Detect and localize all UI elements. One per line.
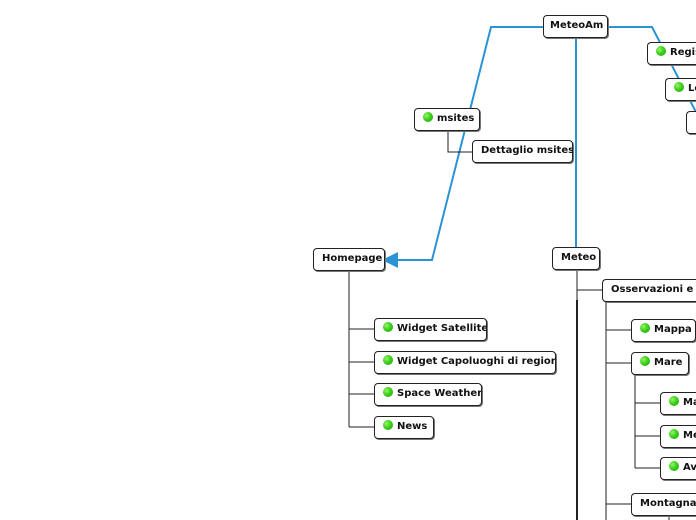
node-label: Dettaglio msites xyxy=(481,145,573,156)
node-dettaglio-msites[interactable]: Dettaglio msites xyxy=(472,140,573,163)
node-third-right[interactable] xyxy=(686,111,696,134)
green-circle-icon xyxy=(423,112,433,122)
node-widget-satellite[interactable]: Widget Satellite xyxy=(374,318,487,341)
node-msites[interactable]: msites xyxy=(414,108,480,131)
node-label: Space Weather xyxy=(397,388,482,399)
node-label: Mare xyxy=(654,357,683,368)
node-meteo[interactable]: Meteo xyxy=(552,247,600,270)
green-circle-icon xyxy=(669,429,679,439)
green-circle-icon xyxy=(656,46,666,56)
node-label: Registrazione xyxy=(670,47,696,58)
green-circle-icon xyxy=(383,387,393,397)
node-label: Avvisi xyxy=(683,462,696,473)
node-label: Homepage xyxy=(322,253,383,264)
line-msites-dettaglio xyxy=(447,130,472,153)
green-circle-icon xyxy=(640,356,650,366)
node-label: Login xyxy=(688,83,696,94)
node-registrazione[interactable]: Registrazione xyxy=(647,42,696,65)
node-news[interactable]: News xyxy=(374,416,434,439)
node-label: Widget Capoluoghi di regione xyxy=(397,356,556,367)
node-label: Widget Satellite xyxy=(397,323,487,334)
green-circle-icon xyxy=(640,323,650,333)
node-label: Meteo xyxy=(561,252,597,263)
node-label: Montagna xyxy=(640,498,696,509)
node-mare-sub3[interactable]: Avvisi xyxy=(660,457,696,480)
green-circle-icon xyxy=(669,461,679,471)
link-root-homepage xyxy=(382,26,543,268)
green-circle-icon xyxy=(383,322,393,332)
node-login[interactable]: Login xyxy=(665,78,696,101)
node-mare[interactable]: Mare xyxy=(631,352,689,375)
node-widget-capoluoghi[interactable]: Widget Capoluoghi di regione xyxy=(374,351,556,374)
node-mare-sub1[interactable]: Mappa xyxy=(660,392,696,415)
root-label: MeteoAm xyxy=(550,20,604,31)
node-mappa[interactable]: Mappa xyxy=(631,319,696,342)
node-homepage[interactable]: Homepage xyxy=(313,248,385,271)
green-circle-icon xyxy=(674,82,684,92)
node-montagna[interactable]: Montagna xyxy=(631,493,696,516)
node-label: Osservazioni e previsioni xyxy=(611,284,696,295)
node-mare-sub2[interactable]: Meteo xyxy=(660,425,696,448)
green-circle-icon xyxy=(383,355,393,365)
green-circle-icon xyxy=(383,420,393,430)
node-label: Meteo xyxy=(683,430,696,441)
node-label: Mappa xyxy=(683,397,696,408)
node-label: msites xyxy=(437,113,475,124)
node-osservazioni[interactable]: Osservazioni e previsioni xyxy=(602,279,696,302)
root-node-meteoam[interactable]: MeteoAm xyxy=(543,15,608,38)
node-space-weather[interactable]: Space Weather xyxy=(374,383,482,406)
node-label: News xyxy=(397,421,428,432)
node-label: Mappa xyxy=(654,324,692,335)
green-circle-icon xyxy=(669,396,679,406)
